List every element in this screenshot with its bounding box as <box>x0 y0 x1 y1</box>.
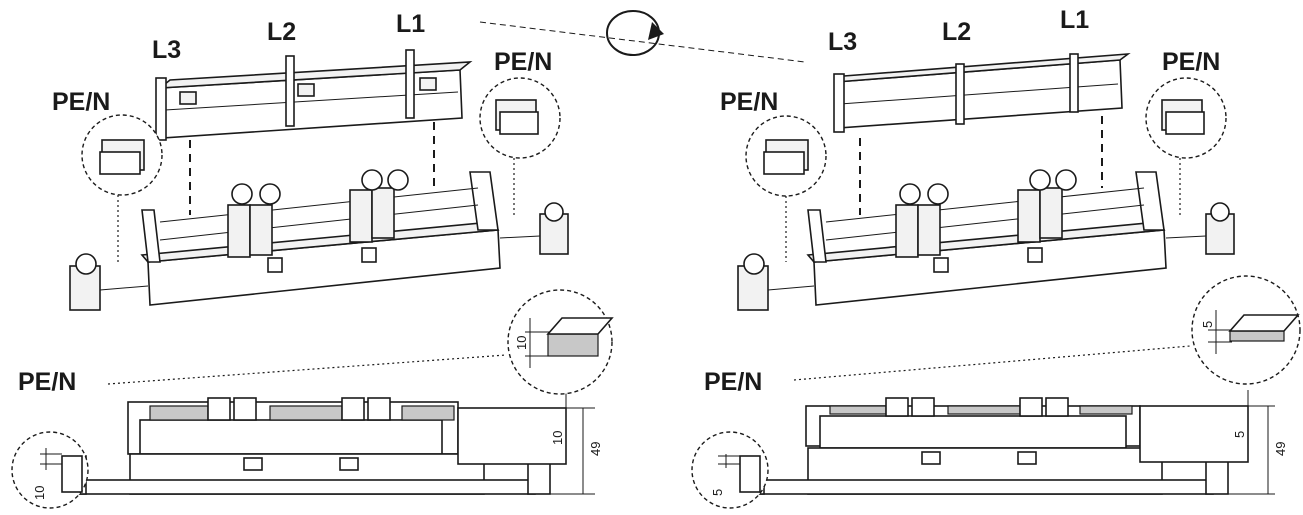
phase-label-l1: L1 <box>396 10 425 38</box>
right-assembly: L3 L2 L1 PE/N PE/N <box>691 6 1301 509</box>
pe-n-label-right-top-right: PE/N <box>1162 48 1220 76</box>
pe-n-label-section-right: PE/N <box>704 368 762 396</box>
pe-n-detail-circle-left <box>81 114 163 196</box>
phase-label-l2-right: L2 <box>942 18 971 46</box>
pe-n-detail-circle-left-right <box>745 115 827 197</box>
pe-n-label-left-top: PE/N <box>52 88 110 116</box>
pe-n-detail-circle-right-right <box>1145 77 1227 159</box>
detail-circle-side-gap-right: 5 <box>691 431 769 509</box>
busbar-base-right <box>737 169 1235 311</box>
dim-side-gap: 10 <box>32 486 47 500</box>
phase-label-l2: L2 <box>267 18 296 46</box>
dim-height: 49 <box>588 442 603 456</box>
phase-label-l1-right: L1 <box>1060 6 1089 34</box>
cross-section-right <box>737 397 1249 495</box>
pe-n-label-section: PE/N <box>18 368 76 396</box>
dim-detail-gap-right: 5 <box>1200 321 1215 328</box>
dim-top-gap-right: 5 <box>1232 431 1247 438</box>
pe-n-detail-circle-right <box>479 77 561 159</box>
dimension-marks-right: 49 5 <box>1150 390 1288 495</box>
busbar-rail-top <box>155 49 473 141</box>
detail-circle-busbar-thickness: 10 <box>507 289 614 395</box>
detail-circle-side-gap: 10 <box>11 431 89 509</box>
phase-label-l3-right: L3 <box>828 28 857 56</box>
left-assembly: L3 L2 L1 PE/N PE/N <box>11 10 614 509</box>
dim-detail-gap: 10 <box>514 336 529 350</box>
dim-top-gap: 10 <box>550 431 565 445</box>
pe-n-label-right-top: PE/N <box>494 48 552 76</box>
pe-n-label-left-top-right: PE/N <box>720 88 778 116</box>
busbar-rail-top-right <box>833 52 1131 133</box>
detail-circle-busbar-thickness-right: 5 <box>1191 275 1301 385</box>
phase-label-l3: L3 <box>152 36 181 64</box>
dimension-marks-left: 49 10 <box>470 390 603 495</box>
dim-side-gap-right: 5 <box>710 489 725 496</box>
rotation-arrow-icon <box>479 10 806 63</box>
busbar-base <box>69 169 569 311</box>
dim-height-right: 49 <box>1273 442 1288 456</box>
cross-section-left <box>59 397 567 495</box>
